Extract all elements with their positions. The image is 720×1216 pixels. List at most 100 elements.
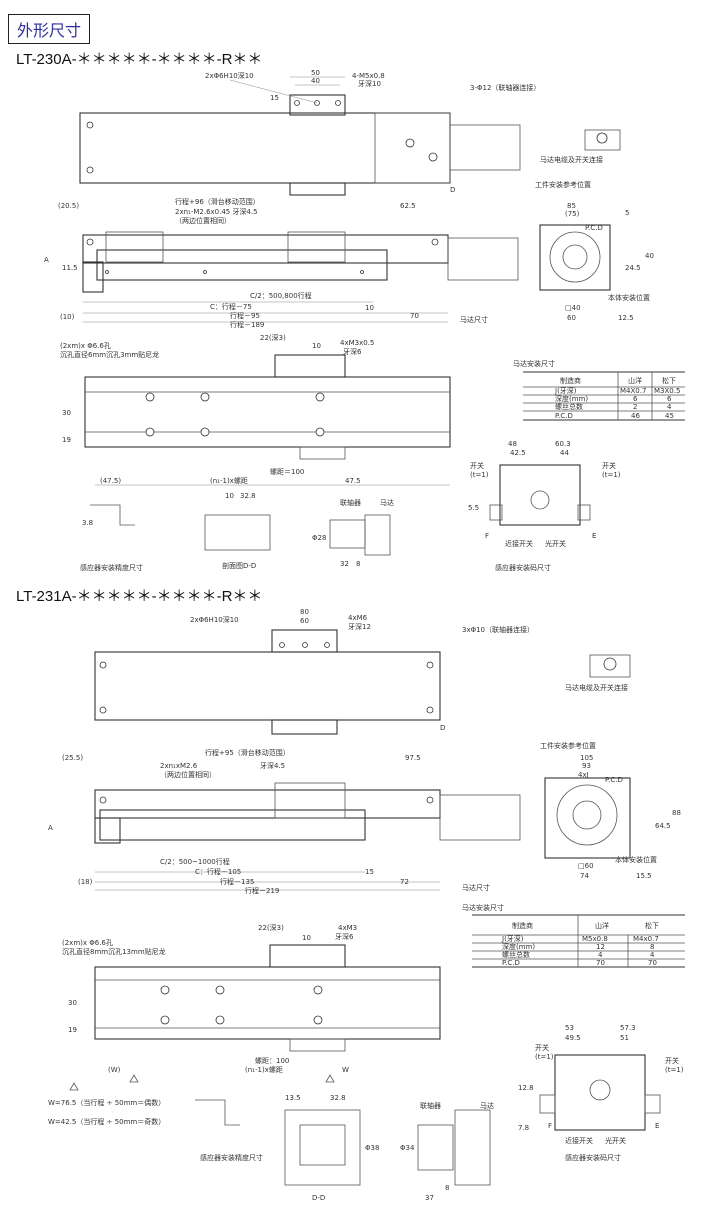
lt230a-bottom-view: 22(深3) 4xM3x0.5 牙深6 10 (2xm)x Φ6.6孔 沉孔直径… — [60, 333, 451, 486]
lt230a-front-view: (20.5) 行程+96（滑台移动范围） 2xn₁-M2.6x0.45 牙深4.… — [44, 197, 519, 329]
dim-label: 60 — [567, 314, 576, 322]
dim-label: Φ34 — [400, 1144, 415, 1152]
dim-label: 30 — [62, 409, 71, 417]
section-title: 外形尺寸 — [8, 14, 91, 44]
dim-label: 19 — [62, 436, 71, 444]
dim-label: Φ38 — [365, 1144, 379, 1152]
sensor-caption: 感应器安装码尺寸 — [565, 1153, 621, 1162]
lt231a-front-view: (25.5) 行程+95（滑台移动范围） 2xn₁xM2.6 牙深4.5 （两边… — [48, 748, 521, 895]
body-label: 本体安装位置 — [615, 855, 657, 864]
dim-label: 32 — [340, 560, 349, 568]
table-cell: J(牙深) — [501, 934, 524, 943]
tap-depth-label: 牙深6 — [343, 347, 362, 356]
dim-label: (n₁-1)x螺距 — [210, 476, 248, 485]
section-caption: 剖面图D-D — [222, 561, 256, 570]
holes-label: 沉孔直径6mm沉孔3mm贴尼龙 — [60, 350, 159, 359]
dim-label: 80 — [300, 608, 309, 616]
dim-label: 97.5 — [405, 754, 421, 762]
table-cell: 深度(mm) — [555, 394, 588, 403]
table-header: 制造商 — [560, 376, 581, 385]
dim-label: 螺距＝100 — [270, 467, 304, 476]
lt231a-bottom-view: 22(深3) 4xM3 牙深6 10 (2xm)x Φ6.6孔 沉孔直径8mm沉… — [48, 923, 441, 1126]
table-title: 马达安装尺寸 — [513, 359, 555, 368]
detail-caption: 感应器安装精度尺寸 — [80, 563, 143, 572]
mark: F — [548, 1122, 552, 1130]
dim-label: 22(深3) — [258, 923, 284, 932]
dim-label: 48 — [508, 440, 517, 448]
mark: E — [655, 1122, 659, 1130]
table-header: 山洋 — [628, 376, 642, 385]
lt231a-sensor-view: 53 57.3 49.5 51 开关 (t=1) 开关 (t=1) 近接开关 光… — [518, 1024, 684, 1162]
dim-label: 72 — [400, 878, 409, 886]
table-cell: 4 — [598, 951, 603, 959]
dim-label: 51 — [620, 1034, 629, 1042]
dim-label: 93 — [582, 762, 591, 770]
lt230a-details: 感应器安装精度尺寸 剖面图D-D 联轴器 马达 10 32.8 3.8 32 8… — [80, 492, 394, 572]
table-cell: P.C.D — [502, 959, 520, 967]
mark: F — [485, 532, 489, 540]
table-header: 松下 — [662, 376, 676, 385]
model-title-lt230a: LT-230A-＊＊＊＊＊-＊＊＊＊-R＊＊ — [16, 51, 263, 68]
side-title: 工件安装参考位置 — [540, 741, 596, 750]
motor-cable-label: 马达电缆及开关连接 — [565, 683, 628, 692]
switch-label: 开关 — [665, 1056, 679, 1065]
table-cell: 6 — [667, 395, 672, 403]
near-switch-label: 近接开关 — [505, 539, 533, 548]
dim-label: (25.5) — [62, 754, 83, 762]
dim-label: 螺距：100 — [255, 1056, 289, 1065]
dim-label: (20.5) — [58, 202, 79, 210]
table-title: 马达安装尺寸 — [462, 903, 504, 912]
dim-label: 10 — [312, 342, 321, 350]
motor-label: 马达 — [380, 498, 394, 507]
tap-label: 4xM3 — [338, 924, 357, 932]
dim-label: 49.5 — [565, 1034, 581, 1042]
lt231a-side-view: 工件安装参考位置 105 93 4xJ P.C.D □60 74 15.5 本体… — [540, 741, 681, 880]
dim-label: 15 — [365, 868, 374, 876]
pin-hole-label: 2xΦ6H10深10 — [190, 615, 239, 624]
table-cell: 螺丝总数 — [502, 950, 530, 959]
view-mark: A — [44, 256, 49, 264]
dim-label: 37 — [425, 1194, 434, 1202]
lt231a-details: 感应器安装精度尺寸 D-D 联轴器 马达 13.5 32.8 37 8 Φ34 … — [195, 1094, 494, 1202]
table-header: 制造商 — [512, 921, 533, 930]
table-cell: 8 — [650, 943, 654, 951]
switch-label: 开关 — [470, 461, 484, 470]
dim-label: C/2：500,800行程 — [250, 291, 312, 300]
tap-label: 4-M5x0.8 — [352, 72, 385, 80]
dim-label: (75) — [565, 210, 580, 218]
note-even: W=76.5（当行程 ÷ 50mm＝偶数） — [48, 1098, 165, 1107]
dim-label: 5.5 — [468, 504, 479, 512]
dim-label: 70 — [410, 312, 419, 320]
detail-caption: 感应器安装精度尺寸 — [200, 1153, 263, 1162]
coupler-label: 联轴器 — [420, 1101, 441, 1110]
holes-label: 沉孔直径8mm沉孔13mm贴尼龙 — [62, 947, 166, 956]
dim-label: 19 — [68, 1026, 77, 1034]
dim-label: 24.5 — [625, 264, 641, 272]
table-cell: M3X0.5 — [654, 387, 680, 395]
dim-label: 85 — [567, 202, 576, 210]
table-cell: 4 — [667, 403, 672, 411]
dim-label: 60.3 — [555, 440, 571, 448]
table-cell: 深度(mm) — [502, 942, 535, 951]
dim-label: C：行程－105 — [195, 867, 241, 876]
switch-label: (t=1) — [470, 471, 489, 479]
dim-label: 行程－135 — [220, 877, 254, 886]
lt231a-top-view: 2xΦ6H10深10 80 60 4xM6 牙深12 3xΦ10（联轴器连接） … — [94, 608, 631, 735]
table-cell: 70 — [648, 959, 657, 967]
dim-label: 13.5 — [285, 1094, 301, 1102]
dim-label: 44 — [560, 449, 569, 457]
dim-label: 行程－219 — [245, 886, 279, 895]
table-cell: M5x0.8 — [582, 935, 608, 943]
photo-switch-label: 光开关 — [605, 1136, 626, 1145]
coupler-label: 3xΦ10（联轴器连接） — [462, 625, 534, 634]
section-mark: D — [450, 186, 455, 194]
side-title: 工件安装参考位置 — [535, 180, 591, 189]
lt230a-sensor-view: 48 60.3 42.5 44 开关 (t=1) 开关 (t=1) 近接开关 光… — [468, 440, 621, 572]
table-header: 松下 — [645, 921, 659, 930]
dim-label: 50 — [311, 69, 320, 77]
table-cell: M4x0.7 — [633, 935, 659, 943]
model-title-lt231a: LT-231A-＊＊＊＊＊-＊＊＊＊-R＊＊ — [16, 588, 263, 605]
